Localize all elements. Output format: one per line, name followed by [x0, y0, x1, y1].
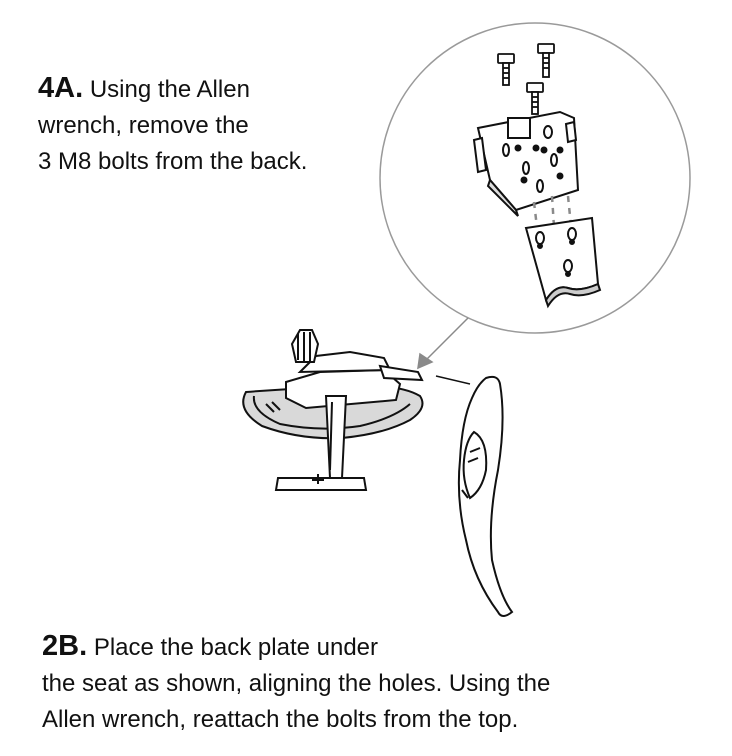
step-4a-number: 4A.	[38, 72, 84, 104]
backrest	[457, 375, 514, 617]
step-2b-instruction: 2B. Place the back plate under the seat …	[42, 628, 702, 738]
step-4a-line-2: wrench, remove the	[38, 112, 249, 139]
step-2b-line-2: the seat as shown, aligning the holes. U…	[42, 670, 551, 697]
step-4a-line-1: 4A. Using the Allen	[38, 70, 378, 108]
callout-arrow-icon	[417, 317, 469, 370]
step-2b-text-1: Place the back plate under	[93, 634, 379, 661]
chair-seat-base	[242, 329, 424, 491]
step-2b-line-1: 2B. Place the back plate under	[42, 628, 702, 666]
back-plate	[524, 216, 602, 309]
bolt-icon	[497, 53, 515, 86]
bolt-icon	[537, 43, 555, 78]
step-4a-instruction: 4A. Using the Allen wrench, remove the 3…	[38, 70, 378, 180]
seat-mechanism-plate	[472, 110, 580, 217]
step-2b-line-3: Allen wrench, reattach the bolts from th…	[42, 706, 519, 733]
step-4a-text-1: Using the Allen	[89, 76, 250, 103]
step-2b-number: 2B.	[42, 630, 88, 662]
step-4a-line-3: 3 M8 bolts from the back.	[38, 148, 308, 175]
bolt-icon	[526, 82, 544, 115]
connector-line	[435, 375, 471, 385]
